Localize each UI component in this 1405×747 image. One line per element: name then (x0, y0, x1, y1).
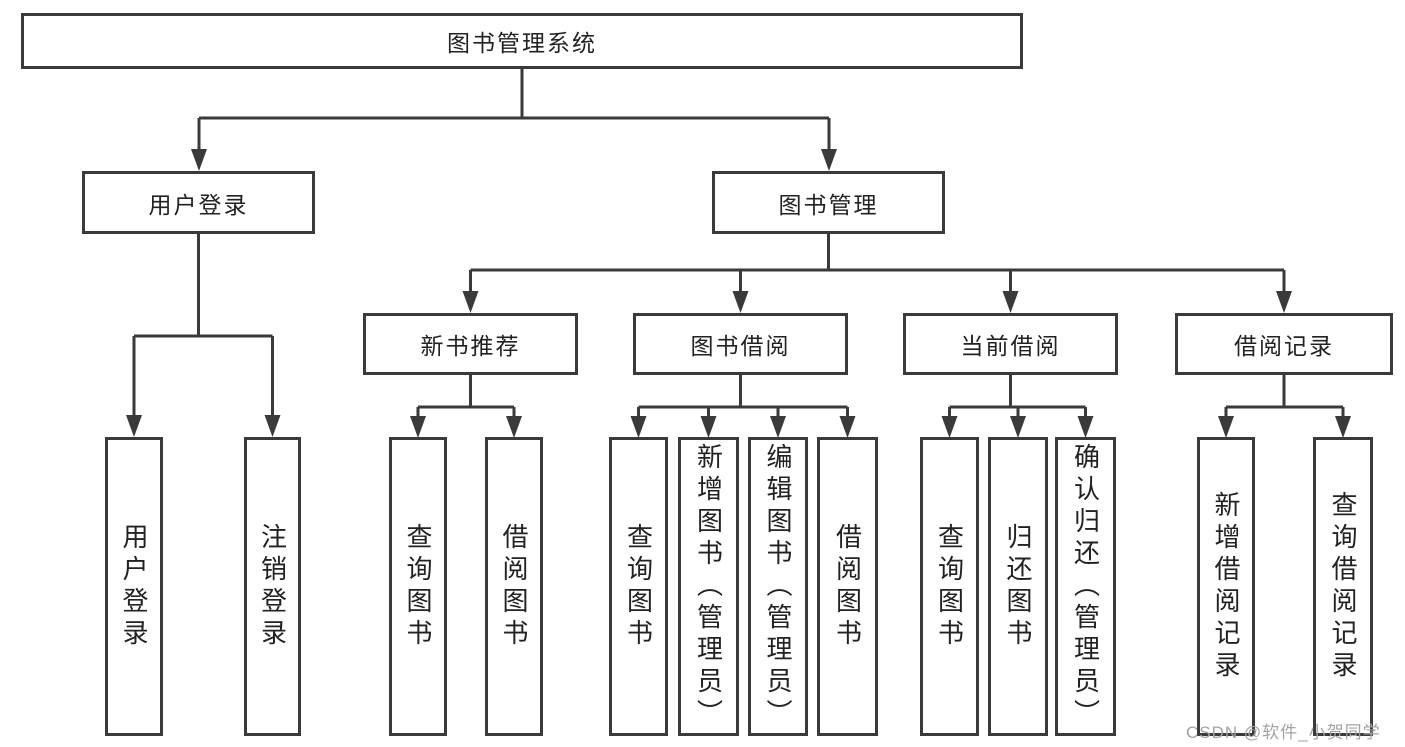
node-label: 编辑图书（管理员） (763, 442, 793, 731)
node-label: 新书推荐 (420, 333, 521, 359)
arrowheads (126, 149, 1351, 438)
leaf-borrowing-add-books-admin: 新增图书（管理员） (678, 437, 739, 736)
csdn-watermark: CSDN @软件_小贺同学 (1186, 723, 1381, 742)
node-label: 当前借阅 (960, 333, 1061, 359)
node-label: 用户登录 (119, 522, 149, 651)
node-root-system: 图书管理系统 (21, 13, 1023, 69)
node-label: 借阅图书 (832, 522, 863, 651)
node-label: 图书借阅 (690, 333, 791, 359)
node-current-borrowing: 当前借阅 (903, 313, 1118, 375)
node-label: 借阅图书 (499, 522, 529, 651)
leaf-current-return-books: 归还图书 (988, 437, 1048, 736)
leaf-borrowing-query-books: 查询图书 (609, 437, 668, 736)
node-book-management: 图书管理 (712, 171, 945, 234)
node-label: 查询图书 (623, 522, 654, 651)
node-user-login-module: 用户登录 (82, 171, 315, 234)
leaf-recommend-borrow-books: 借阅图书 (485, 437, 543, 736)
node-book-borrowing: 图书借阅 (633, 313, 848, 375)
leaf-logout: 注销登录 (244, 437, 301, 736)
node-borrowing-records: 借阅记录 (1175, 313, 1393, 375)
node-label: 查询图书 (934, 522, 965, 651)
leaf-current-query-books: 查询图书 (920, 437, 979, 736)
node-label: 用户登录 (148, 191, 249, 218)
leaf-user-login: 用户登录 (105, 437, 163, 736)
leaf-recommend-query-books: 查询图书 (389, 437, 447, 736)
node-label: 注销登录 (257, 522, 288, 651)
node-label: 借阅记录 (1234, 333, 1334, 359)
leaf-current-confirm-return-admin: 确认归还（管理员） (1055, 437, 1116, 736)
leaf-records-query-record: 查询借阅记录 (1313, 437, 1373, 736)
leaf-records-add-record: 新增借阅记录 (1197, 437, 1255, 736)
node-label: 图书管理 (778, 191, 879, 218)
node-label: 确认归还（管理员） (1070, 442, 1101, 731)
node-new-book-recommend: 新书推荐 (363, 313, 578, 375)
node-label: 图书管理系统 (447, 30, 597, 56)
node-label: 查询借阅记录 (1328, 490, 1358, 683)
node-label: 查询图书 (403, 522, 433, 651)
node-label: 新增借阅记录 (1211, 490, 1241, 683)
node-label: 归还图书 (1003, 522, 1033, 651)
leaf-borrowing-edit-books-admin: 编辑图书（管理员） (748, 437, 808, 736)
leaf-borrowing-borrow-books: 借阅图书 (817, 437, 878, 736)
node-label: 新增图书（管理员） (693, 442, 724, 731)
